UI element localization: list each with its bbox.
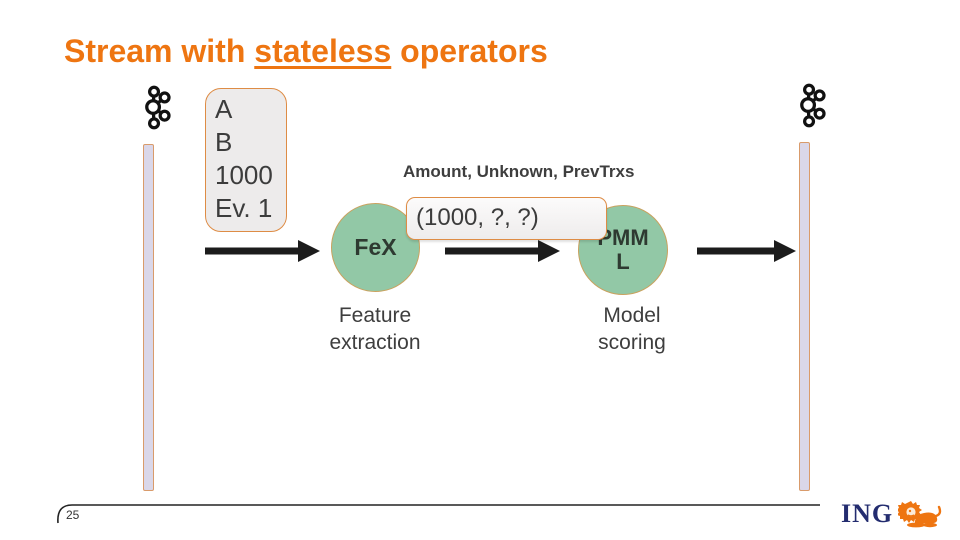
event-field: B <box>215 127 233 157</box>
input-event-box: A B 1000 Ev. 1 <box>205 88 287 232</box>
output-stream-bar <box>799 142 810 491</box>
footer-rule <box>57 504 820 524</box>
features-label: Amount, Unknown, PrevTrxs <box>403 162 635 181</box>
slide-title-highlight: stateless <box>254 33 392 69</box>
caption-feature-extraction: Feature extraction <box>329 304 421 354</box>
event-field: 1000 <box>215 160 273 190</box>
flow-arrow-icon <box>445 240 560 262</box>
slide-title-suffix: operators <box>391 33 548 69</box>
input-stream-bar <box>143 144 154 491</box>
kafka-icon <box>145 85 171 130</box>
ing-wordmark: ING <box>841 499 894 528</box>
slide-title: Stream with stateless operators <box>64 33 548 70</box>
caption-model-scoring: Model scoring <box>598 304 666 354</box>
ing-logo: ING <box>841 497 942 531</box>
page-number: 25 <box>66 508 80 522</box>
tuple-box: (1000, ?, ?) <box>406 197 607 240</box>
kafka-icon <box>800 83 826 128</box>
operator-fex-label: FeX <box>354 234 397 260</box>
operator-pmml-label: PMM L <box>597 225 649 274</box>
flow-arrow-icon <box>697 240 796 262</box>
flow-arrow-icon <box>205 240 320 262</box>
slide-title-prefix: Stream with <box>64 33 255 69</box>
event-field: A <box>215 94 233 124</box>
ing-lion-icon <box>898 501 942 528</box>
operator-fex-circle: FeX <box>331 203 420 292</box>
event-field: Ev. 1 <box>215 193 273 223</box>
